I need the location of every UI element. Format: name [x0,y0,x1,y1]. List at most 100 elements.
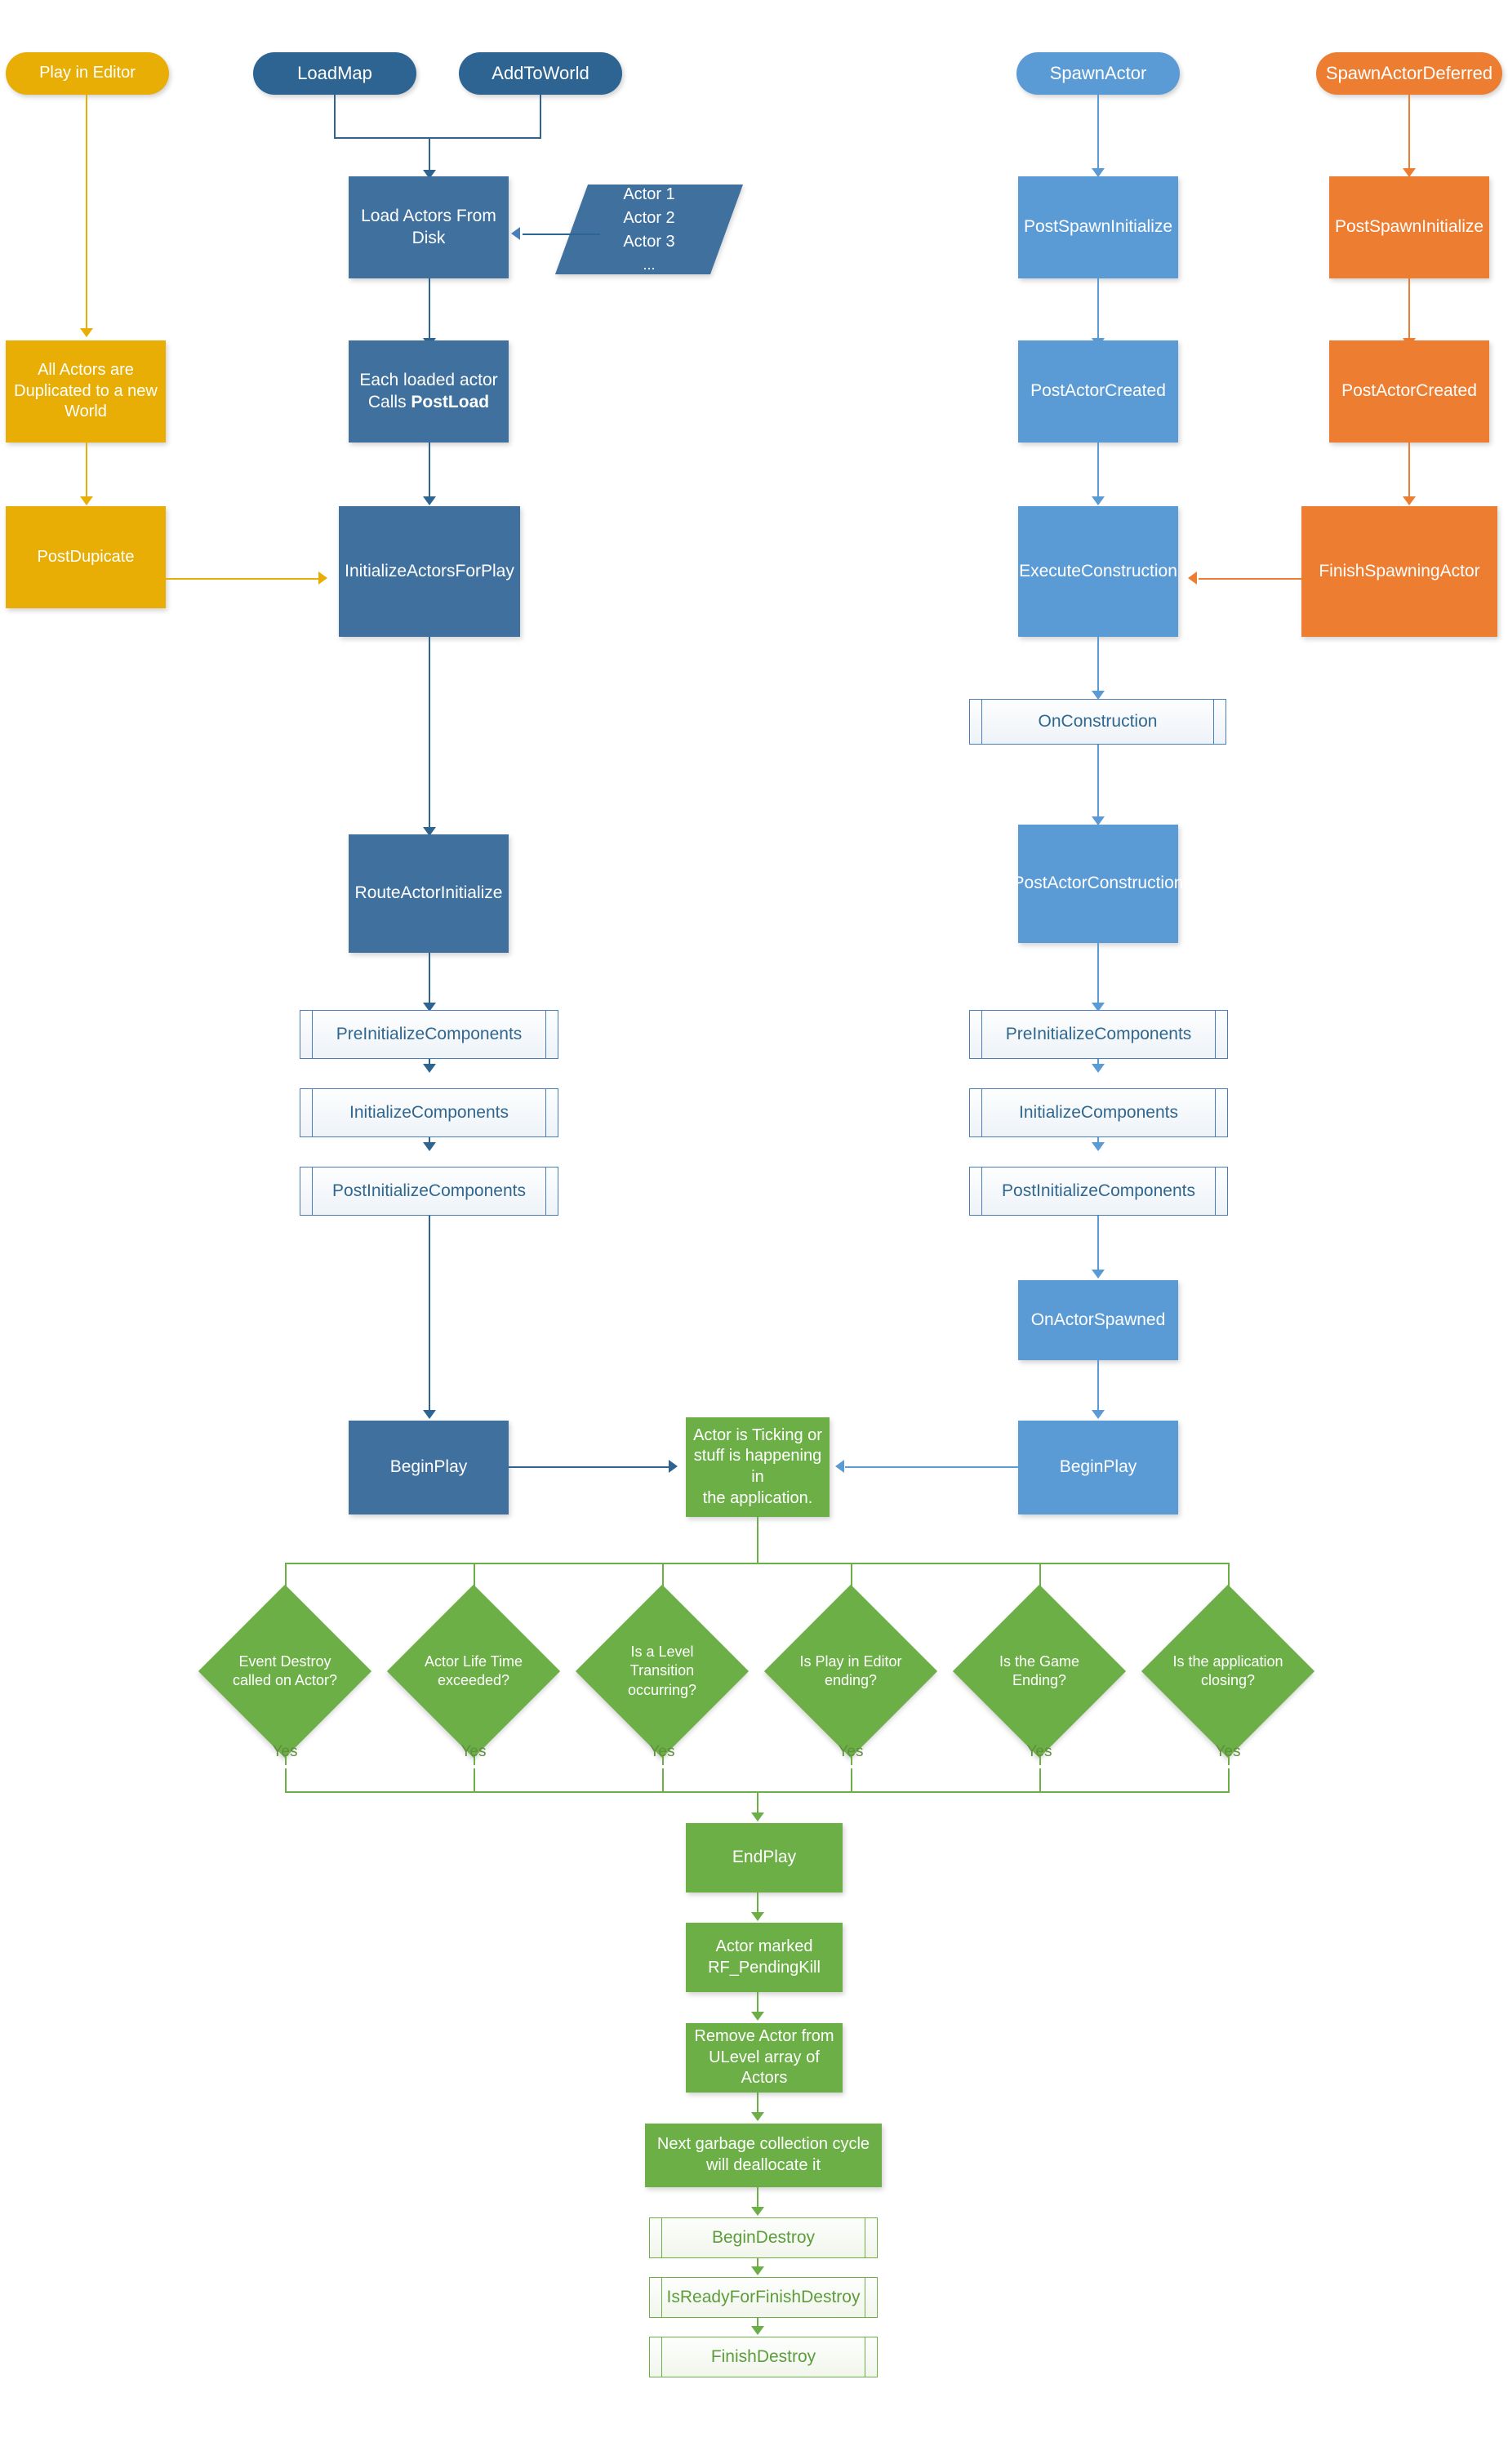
node-is-ready-for-finish-destroy[interactable]: IsReadyForFinishDestroy [649,2277,878,2318]
decision-event-destroy[interactable]: Event Destroy called on Actor? [198,1584,372,1759]
post-initialize-components-label: PostInitializeComponents [1002,1181,1195,1200]
node-end-play[interactable]: EndPlay [686,1823,843,1892]
node-pre-initialize-components-right[interactable]: PreInitializeComponents [969,1010,1228,1059]
node-post-spawn-initialize-deferred[interactable]: PostSpawnInitialize [1329,176,1489,278]
yes-label-4: Yes [838,1743,864,1760]
node-actor-ticking[interactable]: Actor is Ticking or stuff is happening i… [686,1417,830,1517]
edge-iafp-down [429,637,430,833]
edge-onconstruction-down [1097,745,1099,822]
node-all-actors-duplicated[interactable]: All Actors are Duplicated to a new World [6,340,166,443]
node-remove-actor-from-ulevel[interactable]: Remove Actor from ULevel array of Actors [686,2023,843,2093]
arrowhead-endplay [751,1812,764,1821]
node-begin-play-left[interactable]: BeginPlay [349,1421,509,1514]
on-construction-label: OnConstruction [1038,712,1158,731]
edge-onactorspawned-to-beginplay [1097,1360,1099,1416]
edge-removeactor-down [757,2093,758,2117]
node-post-actor-created-spawn[interactable]: PostActorCreated [1018,340,1178,443]
arrowhead-actorlist [511,227,520,240]
edge-poic-to-onactorspawned [1097,1216,1099,1274]
node-play-in-editor[interactable]: Play in Editor [6,52,169,95]
node-route-actor-initialize[interactable]: RouteActorInitialize [349,834,509,953]
node-post-duplicate[interactable]: PostDupicate [6,506,166,608]
arrowhead-isready [751,2266,764,2275]
node-actor-list[interactable]: Actor 1 Actor 2 Actor 3 ... [554,185,744,274]
node-post-initialize-components-right[interactable]: PostInitializeComponents [969,1167,1228,1216]
node-initialize-actors-for-play[interactable]: InitializeActorsForPlay [339,506,520,637]
node-add-to-world[interactable]: AddToWorld [459,52,622,95]
decision-application-closing[interactable]: Is the application closing? [1141,1584,1315,1759]
edge-decision-fanout-bar [285,1563,1230,1564]
actor-list-item: Actor 2 [623,209,675,228]
arrowhead-ic-right [1092,1142,1105,1151]
edge-deferred-down [1408,95,1410,172]
decision-level-transition[interactable]: Is a Level Transition occurring? [575,1584,750,1759]
decision-label: Is the Game Ending? [999,1652,1080,1688]
node-on-construction[interactable]: OnConstruction [969,699,1226,745]
node-load-actors-from-disk[interactable]: Load Actors From Disk [349,176,509,278]
node-post-actor-construction[interactable]: PostActorConstruction [1013,825,1183,943]
node-actor-marked-pendingkill[interactable]: Actor marked RF_PendingKill [686,1923,843,1992]
edge-yes-stem-3 [662,1732,664,1765]
arrowhead-deferred [1403,168,1416,177]
postload-keyword: PostLoad [411,392,490,411]
initialize-components-label: InitializeComponents [349,1103,509,1122]
node-initialize-components-left[interactable]: InitializeComponents [300,1088,558,1137]
begin-destroy-label: BeginDestroy [711,2228,816,2247]
arrowhead-postload [423,496,436,505]
node-spawn-actor-deferred[interactable]: SpawnActorDeferred [1316,52,1502,95]
arrowhead-finishdestroy [751,2326,764,2335]
node-post-initialize-components-left[interactable]: PostInitializeComponents [300,1167,558,1216]
arrowhead-postdup [318,572,327,585]
edge-psi-spawn-down [1097,278,1099,342]
decision-label: Is a Level Transition occurring? [627,1643,697,1698]
edge-psi-deferred-down [1408,278,1410,342]
edge-isready-down [757,2318,758,2331]
arrowhead-pic-right [1092,1064,1105,1073]
decision-game-ending[interactable]: Is the Game Ending? [952,1584,1127,1759]
arrowhead-onconstruction [1092,816,1105,825]
node-begin-destroy[interactable]: BeginDestroy [649,2217,878,2258]
node-post-spawn-initialize-spawn[interactable]: PostSpawnInitialize [1018,176,1178,278]
node-execute-construction[interactable]: ExecuteConstruction [1018,506,1178,637]
edge-poic-to-beginplay-left [429,1216,430,1416]
is-ready-for-finish-destroy-label: IsReadyForFinishDestroy [666,2288,861,2306]
edge-exec-to-onconstruction [1097,637,1099,696]
edge-pac-spawn-down [1097,443,1099,500]
edge-duplicated-down [86,443,87,500]
edge-yes-stem-2b [474,1768,475,1793]
node-initialize-components-right[interactable]: InitializeComponents [969,1088,1228,1137]
edge-loadmap-down [334,95,336,139]
edge-merge-down [429,137,430,174]
node-next-gc-cycle[interactable]: Next garbage collection cycle will deall… [645,2124,882,2187]
arrowhead-exec-to-onconstruction [1092,691,1105,700]
node-spawn-actor[interactable]: SpawnActor [1016,52,1180,95]
yes-label-5: Yes [1026,1743,1052,1760]
yes-label-3: Yes [649,1743,675,1760]
edge-ticking-down [757,1517,758,1564]
arrowhead-removeactor [751,2012,764,2021]
node-load-map[interactable]: LoadMap [253,52,416,95]
node-pre-initialize-components-left[interactable]: PreInitializeComponents [300,1010,558,1059]
node-each-loaded-actor-postload[interactable]: Each loaded actor Calls PostLoad [349,340,509,443]
edge-endplay-down [757,1892,758,1917]
node-on-actor-spawned[interactable]: OnActorSpawned [1018,1280,1178,1360]
arrowhead-merge-to-loadactors [423,170,436,179]
decision-actor-life-time[interactable]: Actor Life Time exceeded? [386,1584,561,1759]
yes-label-6: Yes [1215,1743,1241,1760]
edge-pac-deferred-down [1408,443,1410,500]
edge-addtoworld-down [540,95,541,139]
decision-play-in-editor-ending[interactable]: Is Play in Editor ending? [763,1584,938,1759]
node-finish-destroy[interactable]: FinishDestroy [649,2337,878,2377]
edge-pendingkill-down [757,1992,758,2017]
edge-yes-stem-5b [1039,1768,1041,1793]
arrowhead-finishspawn [1188,572,1197,585]
edge-spawnactor-down [1097,95,1099,172]
edge-pie-to-duplicated [86,95,87,331]
node-begin-play-right[interactable]: BeginPlay [1018,1421,1178,1514]
node-post-actor-created-deferred[interactable]: PostActorCreated [1329,340,1489,443]
node-finish-spawning-actor[interactable]: FinishSpawningActor [1301,506,1497,637]
edge-yes-stem-4 [851,1732,852,1765]
edge-beginplay-right-to-ticking [845,1466,1018,1468]
yes-label-1: Yes [272,1743,298,1760]
edge-yes-stem-1 [285,1732,287,1765]
